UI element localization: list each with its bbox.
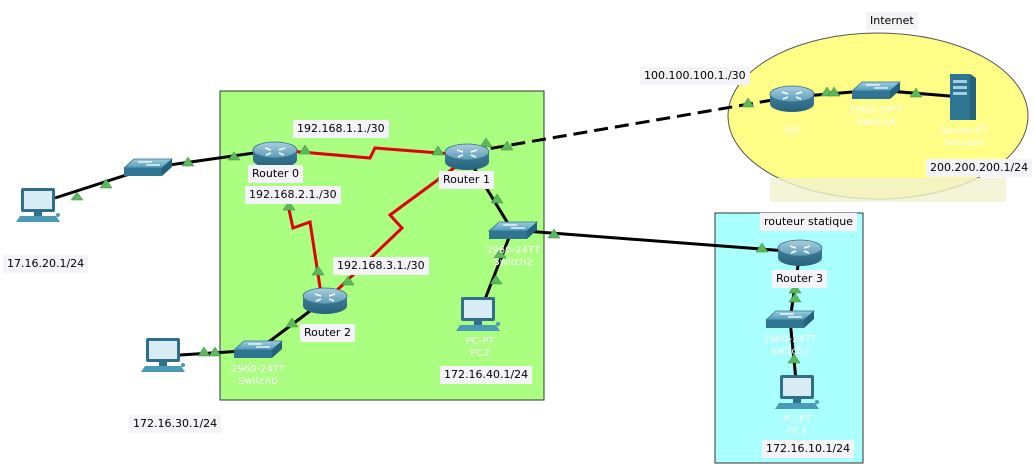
router-2-icon[interactable] — [302, 287, 348, 314]
switch-1-icon[interactable] — [122, 158, 174, 176]
static-zone-title: routeur statique — [760, 213, 857, 231]
switch-0-name: Switch0 — [238, 376, 278, 387]
pc-3-caption: PC-PT PC3 — [772, 414, 822, 438]
port-indicator — [547, 228, 561, 239]
port-indicators — [70, 86, 923, 364]
pc-0-name: PC0 — [29, 238, 49, 249]
port-indicator — [741, 97, 755, 108]
switch-1-model: 2960-24TT — [119, 183, 173, 194]
router-1-label: Router 1 — [439, 171, 494, 189]
port-indicator — [99, 178, 113, 189]
pc-0-caption: PC-PT PC0 — [14, 226, 64, 250]
switch-2-model: 2960-24TT — [486, 245, 540, 256]
switch-3-model: 2960-24TT — [763, 334, 817, 345]
port-indicator — [282, 200, 296, 211]
port-indicator — [227, 151, 241, 161]
pc-1-ip-label: 172.16.30.1/24 — [129, 415, 222, 433]
port-indicator — [298, 144, 312, 155]
pc-0-model: PC-PT — [24, 226, 54, 237]
switch-0-icon[interactable] — [232, 340, 284, 358]
pc-2-caption: PC-PT PC2 — [455, 336, 505, 360]
switch-3-caption: 2960-24TT Switch3 — [752, 334, 828, 358]
pc-3-ip-label: 172.16.10.1/24 — [762, 440, 855, 458]
link-r1-sw2[interactable] — [466, 157, 514, 231]
pc-0-ip-label: 17.16.20.1/24 — [3, 255, 89, 273]
pc-2-name: PC2 — [470, 348, 490, 359]
pc-2-ip-label: 172.16.40.1/24 — [440, 366, 533, 384]
pc-1-name: PC1 — [155, 390, 175, 401]
server-model: Server-PT — [940, 126, 988, 137]
switch-3-name: Switch3 — [770, 346, 810, 357]
port-indicator — [493, 248, 507, 259]
port-indicator — [70, 191, 84, 201]
router-2-label: Router 2 — [300, 324, 355, 342]
port-indicator — [755, 242, 769, 253]
switch-internet-model: 2960-24TT — [849, 105, 903, 116]
router-0-icon[interactable] — [252, 141, 298, 168]
port-indicator — [490, 193, 504, 204]
server-caption: Server-PT Server0 — [932, 126, 996, 150]
pc-1-icon[interactable] — [141, 338, 185, 372]
switch-3-icon[interactable] — [764, 310, 816, 328]
switch-0-caption: 2960-24TT Switch0 — [220, 364, 296, 388]
switch-2-name: Switch2 — [493, 257, 533, 268]
port-indicator — [311, 265, 325, 276]
port-indicator — [500, 140, 514, 151]
switch-internet-icon[interactable] — [850, 81, 902, 99]
link-label-r1-isp: 100.100.100.1./30 — [640, 67, 750, 85]
switch-0-model: 2960-24TT — [231, 364, 285, 375]
switch-1-caption: 2960-24TT Switch1 — [108, 183, 184, 207]
port-indicator — [479, 137, 493, 148]
pc-2-icon[interactable] — [456, 297, 500, 331]
port-indicator — [208, 346, 222, 357]
port-indicator — [341, 275, 355, 286]
switch-internet-caption: 2960-24TT Switch4 — [838, 105, 914, 129]
link-label-r0-r1: 192.168.1.1./30 — [293, 120, 389, 138]
switch-internet-name: Switch4 — [856, 117, 896, 128]
pc-3-model: PC-PT — [782, 414, 812, 425]
port-indicator — [909, 87, 923, 98]
port-indicator — [197, 346, 211, 357]
router-isp-label: ISP — [784, 126, 800, 137]
pc-1-caption: PC-PT PC1 — [140, 378, 190, 402]
internet-zone-title: Internet — [866, 12, 918, 30]
link-r1-isp[interactable] — [469, 95, 791, 154]
switch-2-caption: 2960-24TT Switch2 — [475, 245, 551, 269]
port-indicator — [431, 145, 445, 156]
link-label-r0-r2: 192.168.2.1./30 — [245, 186, 341, 204]
port-indicator — [787, 353, 801, 364]
switch-1-name: Switch1 — [126, 195, 166, 206]
pc-0-icon[interactable] — [16, 188, 60, 222]
pc-3-icon[interactable] — [775, 375, 819, 409]
serial-link-r0-r1[interactable] — [277, 146, 466, 160]
router-1-icon[interactable] — [444, 143, 490, 170]
pc-1-model: PC-PT — [150, 378, 180, 389]
server-name: Server0 — [944, 138, 984, 149]
router-3-label: Router 3 — [772, 270, 827, 288]
server-icon[interactable] — [950, 74, 976, 120]
port-indicator — [489, 274, 503, 285]
serial-link-r0-r2[interactable] — [286, 204, 324, 301]
port-indicator — [788, 292, 802, 303]
port-indicator — [827, 86, 841, 97]
pc-3-name: PC3 — [787, 426, 807, 437]
router-0-label: Router 0 — [248, 165, 303, 183]
link-sw2-r3[interactable] — [511, 228, 801, 254]
server-ip-label: 200.200.200.1/24 — [926, 159, 1033, 177]
port-indicator — [181, 156, 195, 167]
internet-zone-shadow — [770, 178, 1006, 202]
router-isp-icon[interactable] — [769, 85, 815, 112]
router-3-icon[interactable] — [777, 239, 823, 266]
switch-2-icon[interactable] — [487, 221, 539, 239]
port-indicator — [285, 317, 299, 328]
link-label-r1-r2: 192.168.3.1./30 — [333, 257, 429, 275]
pc-2-model: PC-PT — [465, 336, 495, 347]
